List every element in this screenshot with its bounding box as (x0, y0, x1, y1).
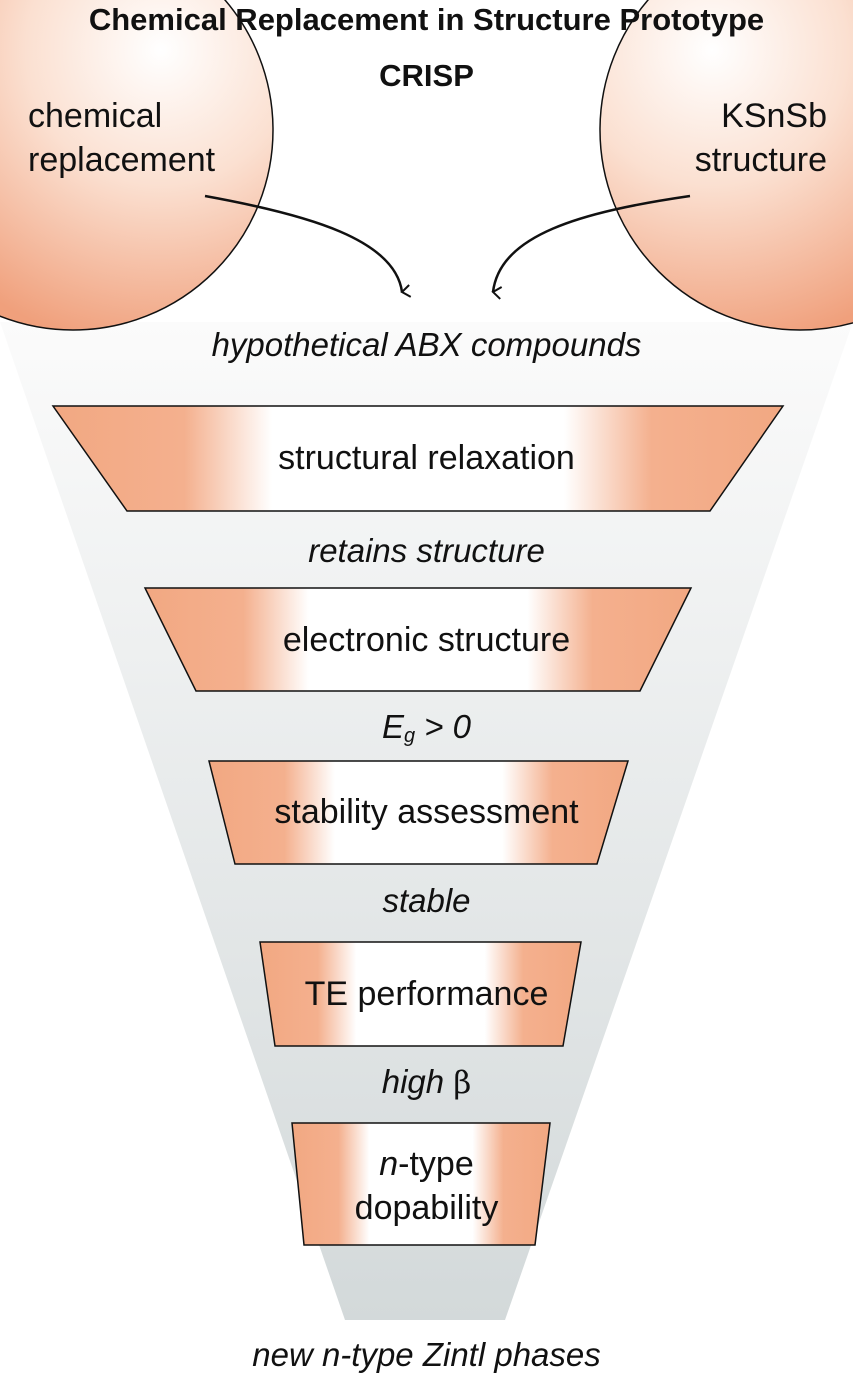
n-italic: n (379, 1145, 399, 1183)
input-right-label: KSnSb structure (695, 94, 827, 182)
beta-symbol: β (453, 1065, 472, 1101)
arrow-from-right-icon (491, 194, 691, 300)
stage-structural-relaxation (51, 405, 785, 512)
eg-symbol: E (381, 708, 404, 745)
input-right-line1: KSnSb (721, 97, 827, 135)
arrow-from-left-icon (204, 194, 412, 298)
criterion-band-gap: Eg > 0 (0, 708, 853, 748)
criterion-high-beta: high β (0, 1063, 853, 1101)
criterion-stable: stable (382, 882, 471, 919)
stage-label-n-type-line1: n-type (0, 1142, 853, 1186)
high-text: high (381, 1063, 454, 1100)
output-label: new n-type Zintl phases (252, 1336, 601, 1373)
stage-label-te-performance: TE performance (304, 975, 549, 1013)
input-right-line2: structure (694, 141, 827, 179)
criterion-retains-structure: retains structure (308, 532, 545, 569)
stage-electronic-structure (143, 587, 693, 692)
stage-te-performance (259, 941, 582, 1047)
ksnsb-structure-circle (599, 0, 853, 331)
stage-label-dopability: dopability (354, 1189, 499, 1227)
diagram-subtitle: CRISP (379, 58, 474, 93)
start-label: hypothetical ABX compounds (211, 326, 642, 363)
input-left-label: chemical replacement (28, 94, 215, 182)
stage-label-electronic-structure: electronic structure (282, 621, 571, 659)
eg-condition: > 0 (415, 708, 472, 745)
type-suffix: -type (398, 1145, 474, 1183)
diagram-title: Chemical Replacement in Structure Protot… (88, 2, 765, 37)
chemical-replacement-circle (0, 0, 274, 331)
stage-label-stability-assessment: stability assessment (274, 793, 579, 831)
input-left-line2: replacement (28, 141, 216, 179)
stage-label-structural-relaxation: structural relaxation (278, 439, 575, 477)
stage-stability-assessment (208, 760, 630, 865)
stage-n-type-dopability (291, 1122, 551, 1246)
input-left-line1: chemical (28, 97, 163, 135)
eg-subscript: g (403, 725, 416, 747)
